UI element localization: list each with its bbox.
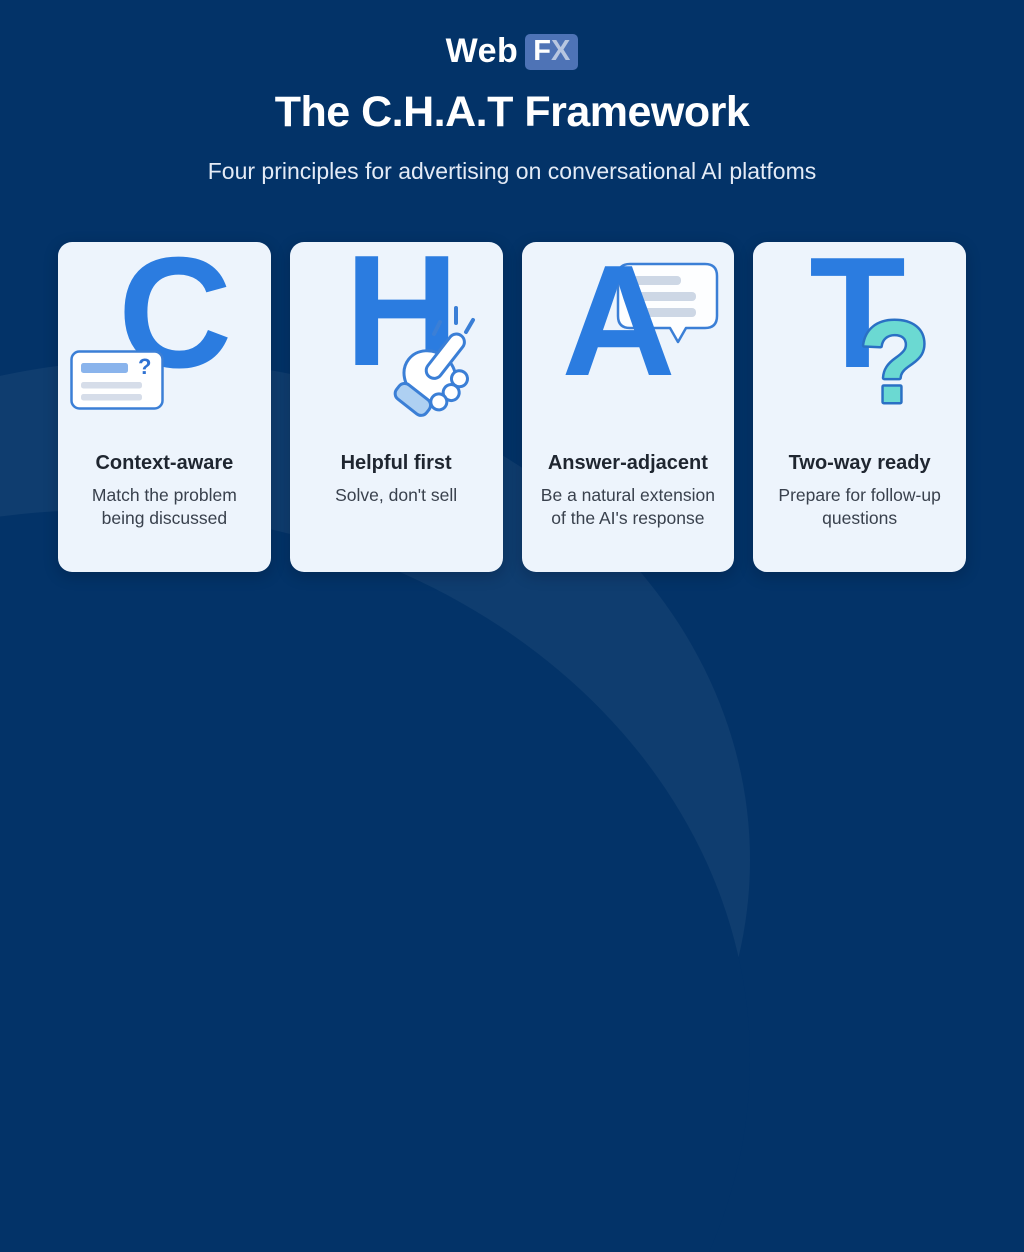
webfx-logo: Web FX xyxy=(0,32,1024,71)
speech-bubble-icon xyxy=(616,262,718,344)
card-title: Helpful first xyxy=(340,452,452,474)
card-t-illustration: T ? xyxy=(753,234,966,442)
card-two-way-ready: T ? Two-way ready Prepare for follow-up … xyxy=(753,234,966,572)
logo-letter-x: X xyxy=(551,34,571,67)
logo-letter-f: F xyxy=(533,34,552,67)
card-description: Match the problem being discussed xyxy=(91,485,237,528)
letter-a: A xyxy=(561,233,676,409)
card-helpful-first: H Helpful first Solve, don't sell xyxy=(289,232,503,572)
card-title: Two-way ready xyxy=(788,452,931,474)
card-description: Prepare for follow-up questions xyxy=(778,485,941,528)
card-answer-adjacent: A Answer-adjacent Be a natural extension… xyxy=(521,242,735,572)
logo-word: Web xyxy=(445,32,519,70)
page-title: The C.H.A.T Framework xyxy=(274,88,750,136)
question-mark-glyph: ? xyxy=(859,298,930,427)
card-title: Context-aware xyxy=(95,452,234,474)
context-note-icon: ? xyxy=(70,350,164,410)
framework-cards-row: C ? Context-aware Match the problem bein… xyxy=(58,232,966,572)
note-question-glyph: ? xyxy=(138,354,151,379)
card-c-illustration: C ? xyxy=(58,234,271,442)
card-context-aware: C ? Context-aware Match the problem bein… xyxy=(58,234,271,572)
card-description: Be a natural extension of the AI's respo… xyxy=(540,485,715,528)
letter-t: T xyxy=(809,225,906,401)
logo-fx-box: FX xyxy=(525,33,579,70)
question-mark-icon: ? xyxy=(857,298,933,430)
card-a-illustration: A xyxy=(522,242,735,442)
page-subtitle: Four principles for advertising on conve… xyxy=(207,158,817,184)
card-description: Solve, don't sell xyxy=(335,485,458,505)
card-title: Answer-adjacent xyxy=(547,452,708,474)
card-h-illustration: H xyxy=(290,232,503,442)
click-hand-icon xyxy=(393,306,475,417)
